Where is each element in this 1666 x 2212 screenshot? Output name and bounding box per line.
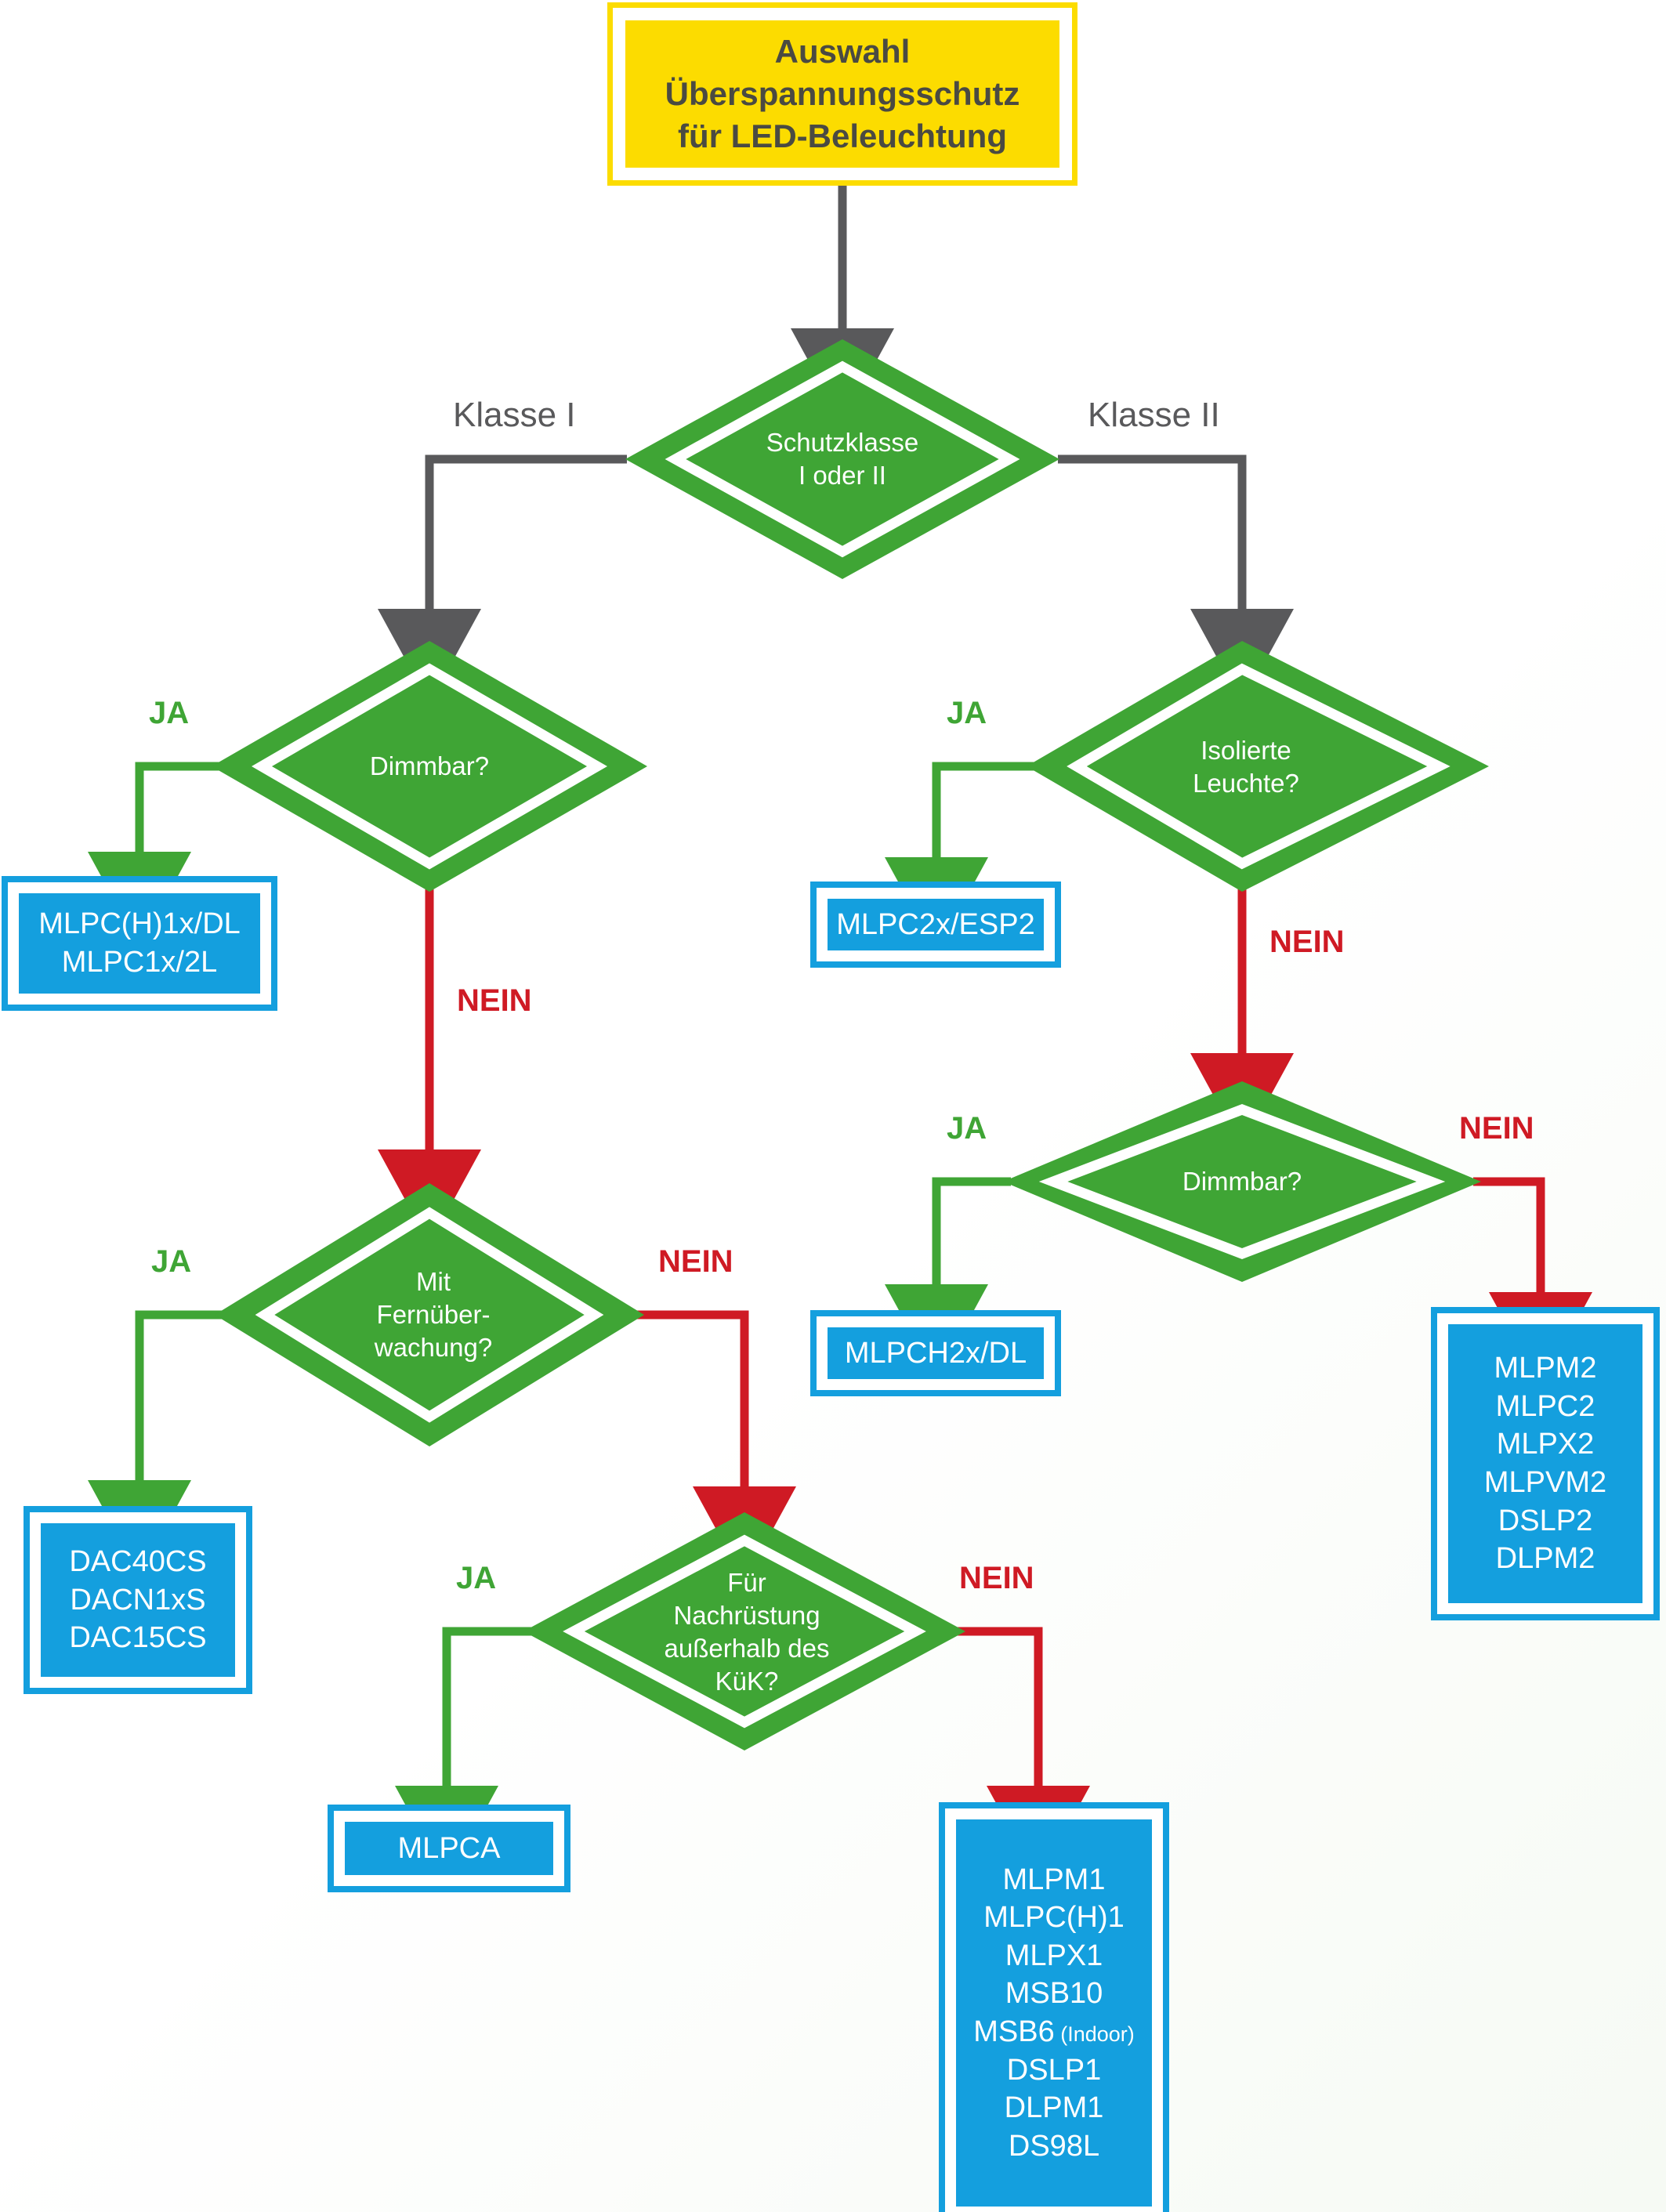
edge-label-nein-dimmbar-left: NEIN [457, 983, 532, 1018]
edge-label-ja-dimmbar-left: JA [149, 696, 190, 730]
connector-nachr-ja [395, 1627, 531, 1881]
decision-mit-fernueberwachung[interactable] [215, 1183, 644, 1446]
connector-dimmbar-right-nein [1473, 1177, 1592, 1387]
connector-klasse2 [1058, 454, 1294, 704]
result-box-class1-list[interactable] [939, 1802, 1169, 2212]
edge-label-ja-isolierte: JA [947, 696, 987, 730]
result-box-mlpc1x[interactable] [2, 876, 277, 1011]
connector-isolierte-ja [885, 762, 1034, 952]
edge-label-nein-isolierte: NEIN [1269, 925, 1345, 959]
edge-label-ja-dimmbar-right: JA [947, 1111, 987, 1146]
decision-nachruestung[interactable] [523, 1512, 965, 1750]
edge-label-ja-fern: JA [151, 1244, 192, 1279]
decision-dimmbar-right[interactable] [1003, 1081, 1481, 1282]
result-box-mlpch2x-dl[interactable] [810, 1310, 1061, 1396]
edge-label-nein-nachr: NEIN [959, 1561, 1034, 1595]
edge-label-klasse-2: Klasse II [1088, 396, 1220, 434]
result-box-mlpc2x-esp2[interactable] [810, 882, 1061, 968]
edge-label-nein-fern: NEIN [658, 1244, 733, 1279]
connector-dimmbar-left-ja [88, 762, 219, 947]
decision-schutzklasse[interactable] [625, 339, 1059, 579]
start-node[interactable] [607, 2, 1077, 186]
edge-label-ja-nachr: JA [456, 1561, 497, 1595]
decision-dimmbar-left[interactable] [212, 641, 647, 892]
result-box-mlpca[interactable] [328, 1805, 570, 1892]
result-box-dac[interactable] [24, 1506, 252, 1694]
result-box-class2-list[interactable] [1431, 1307, 1660, 1620]
connector-klasse1 [378, 454, 627, 704]
connector-fern-ja [88, 1310, 226, 1575]
edge-label-nein-dimmbar-right: NEIN [1459, 1111, 1534, 1146]
edge-label-klasse-1: Klasse I [453, 396, 576, 434]
connector-fern-nein [636, 1310, 796, 1581]
decision-isolierte-leuchte[interactable] [1027, 641, 1489, 892]
connector-nachr-nein [958, 1627, 1090, 1881]
connector-dimmbar-right-ja [885, 1177, 1011, 1379]
